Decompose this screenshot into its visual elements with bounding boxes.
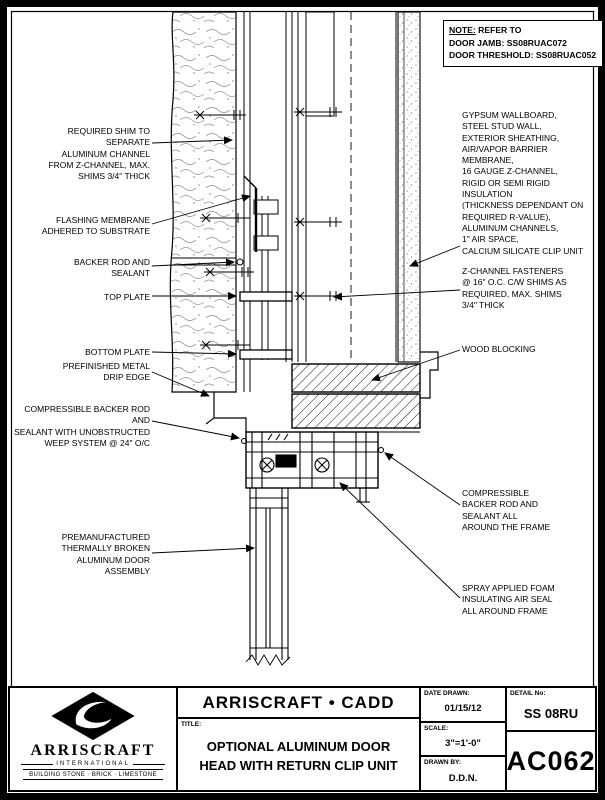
label-door-assembly: PREMANUFACTURED THERMALLY BROKEN ALUMINU…: [61, 532, 151, 576]
thermal-break: [275, 454, 297, 468]
label-top-plate: TOP PLATE: [104, 292, 150, 302]
date-drawn-value: 01/15/12: [444, 703, 482, 715]
label-flashing-membrane: FLASHING MEMBRANE ADHERED TO SUBSTRATE: [41, 215, 150, 237]
label-compressible-weep: COMPRESSIBLE BACKER ROD AND SEALANT WITH…: [14, 404, 150, 448]
title-block-meta: DATE DRAWN: 01/15/12 SCALE: 3"=1'-0" DRA…: [421, 688, 507, 790]
scale-label: SCALE:: [424, 724, 449, 732]
door-head-frame: [240, 431, 420, 503]
arriscraft-logo-icon: [51, 691, 135, 741]
label-bottom-plate: BOTTOM PLATE: [85, 347, 150, 357]
gypsum-wallboard: [397, 11, 421, 363]
date-drawn-label: DATE DRAWN:: [424, 690, 470, 697]
note-door-jamb: DOOR JAMB: SS08RUAC072: [449, 37, 567, 48]
note-title: NOTE:: [449, 25, 476, 35]
z-channel-fasteners: [294, 107, 342, 301]
drawn-by-cell: DRAWN BY: D.D.N.: [421, 757, 505, 790]
note-line-refer: NOTE: REFER TO: [449, 24, 597, 37]
cadd-banner: ARRISCRAFT • CADD: [178, 688, 419, 719]
date-drawn-cell: DATE DRAWN: 01/15/12: [421, 688, 505, 723]
label-wood-blocking: WOOD BLOCKING: [462, 344, 536, 354]
label-compressible-frame: COMPRESSIBLE BACKER ROD AND SEALANT ALL …: [462, 488, 551, 532]
frame-fastener-symbol-2: [314, 457, 330, 473]
detail-no-cell: DETAIL No: SS 08RU: [507, 688, 595, 732]
note-box: NOTE: REFER TO DOOR JAMB: SS08RUAC072 DO…: [443, 20, 603, 67]
company-logo: ARRISCRAFT INTERNATIONAL BUILDING STONE …: [10, 688, 178, 790]
wood-blocking: [291, 363, 421, 429]
title-block: ARRISCRAFT INTERNATIONAL BUILDING STONE …: [8, 686, 597, 792]
drawn-by-value: D.D.N.: [448, 772, 478, 784]
detail-number-block: DETAIL No: SS 08RU AC062: [506, 688, 596, 790]
drawn-by-label: DRAWN BY:: [424, 759, 462, 767]
logo-name: ARRISCRAFT: [30, 742, 156, 759]
detail-no-value: SS 08RU: [523, 706, 579, 721]
sealant-left: [240, 437, 248, 445]
label-z-channel-fasteners: Z-CHANNEL FASTENERS @ 16" O.C. C/W SHIMS…: [462, 266, 567, 310]
label-required-shim: REQUIRED SHIM TO SEPARATE ALUMINUM CHANN…: [48, 126, 150, 182]
label-backer-rod-sealant: BACKER ROD AND SEALANT: [73, 257, 150, 279]
metal-drip-edge: [205, 392, 247, 432]
title-label: TITLE:: [181, 721, 202, 728]
door-assembly: [245, 488, 291, 666]
label-spray-foam: SPRAY APPLIED FOAM INSULATING AIR SEAL A…: [462, 583, 555, 616]
detail-code: AC062: [506, 745, 596, 776]
note-door-threshold: DOOR THRESHOLD: SS08RUAC052: [449, 50, 597, 60]
drawing-title: OPTIONAL ALUMINUM DOOR HEAD WITH RETURN …: [199, 739, 398, 773]
note-refer: REFER TO: [478, 25, 522, 35]
logo-international: INTERNATIONAL: [18, 761, 168, 767]
scale-value: 3"=1'-0": [445, 738, 481, 749]
logo-tagline: BUILDING STONE · BRICK · LIMESTONE: [23, 769, 163, 780]
scale-cell: SCALE: 3"=1'-0": [421, 723, 505, 758]
label-wall-materials: GYPSUM WALLBOARD, STEEL STUD WALL, EXTER…: [462, 110, 584, 256]
channel-fasteners-left: [194, 110, 254, 350]
detail-no-label: DETAIL No:: [510, 690, 546, 697]
sealant-right: [377, 446, 385, 454]
stone-veneer: [169, 11, 244, 393]
aluminum-channels: [239, 12, 293, 392]
wall-sheathing-layers: [285, 11, 397, 362]
title-block-mid: ARRISCRAFT • CADD TITLE: OPTIONAL ALUMIN…: [178, 688, 421, 790]
logo-international-text: INTERNATIONAL: [56, 761, 130, 767]
label-drip-edge: PREFINISHED METAL DRIP EDGE: [62, 361, 150, 383]
frame-fastener-symbol: [259, 457, 275, 473]
return-clip: [420, 351, 439, 399]
leader-lines: [151, 136, 461, 599]
